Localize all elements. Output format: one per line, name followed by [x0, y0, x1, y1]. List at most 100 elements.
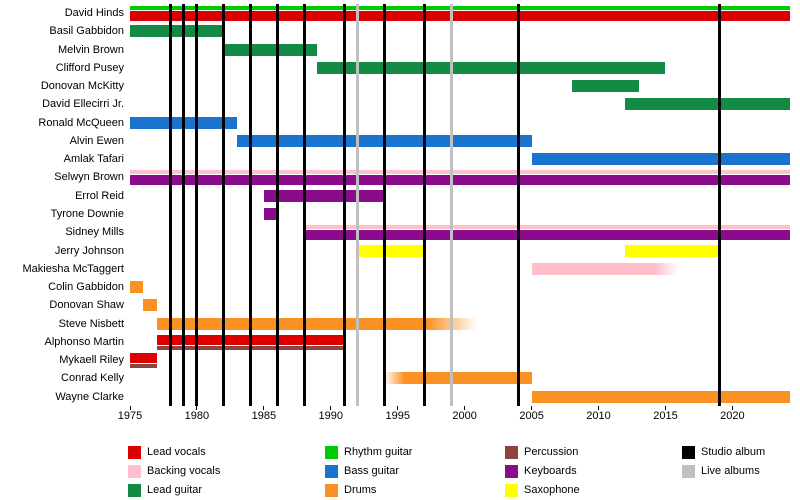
- timeline-bar-lead_guitar: [130, 25, 224, 38]
- legend-swatch-lead_guitar: [128, 484, 141, 497]
- member-label: Clifford Pusey: [55, 61, 124, 74]
- legend-swatch-bass_guitar: [325, 465, 338, 478]
- member-label: Donovan Shaw: [49, 299, 124, 312]
- member-label: Alphonso Martin: [44, 335, 125, 348]
- member-label: Sidney Mills: [65, 226, 124, 239]
- legend-item-backing_vocals: Backing vocals: [128, 465, 220, 478]
- timeline-bar-saxophone: [625, 244, 720, 257]
- timeline-bar-keyboards: [263, 208, 278, 220]
- timeline-bar-lead_guitar: [223, 43, 318, 56]
- legend-item-bass_guitar: Bass guitar: [325, 465, 399, 478]
- timeline-bar-drums: [156, 317, 479, 330]
- legend-swatch-rhythm_guitar: [325, 446, 338, 459]
- x-axis-tick: [397, 406, 399, 410]
- album-line-studio_album: [168, 4, 172, 406]
- timeline-bar-lead_vocals: [130, 11, 790, 21]
- timeline-bar-drums: [531, 390, 790, 403]
- legend-label: Lead guitar: [147, 484, 203, 496]
- album-line-studio_album: [275, 4, 279, 406]
- legend-label: Keyboards: [524, 465, 577, 477]
- x-axis-label: 2010: [586, 410, 611, 422]
- member-label: Selwyn Brown: [54, 171, 124, 184]
- album-line-studio_album: [195, 4, 199, 406]
- timeline-stripe-rhythm_guitar: [130, 6, 790, 10]
- timeline-bar-bass_guitar: [531, 153, 790, 166]
- member-label: Basil Gabbidon: [49, 25, 124, 38]
- x-axis-tick: [531, 406, 533, 410]
- member-label: Makiesha McTaggert: [22, 262, 125, 275]
- legend-item-studio_album: Studio album: [682, 446, 765, 459]
- album-line-live_albums: [356, 4, 360, 406]
- member-label: Colin Gabbidon: [48, 281, 124, 294]
- timeline-bar-backing_vocals: [531, 262, 679, 275]
- legend-swatch-percussion: [505, 446, 518, 459]
- x-axis-label: 2005: [519, 410, 544, 422]
- legend-label: Percussion: [524, 446, 579, 458]
- x-axis-label: 1985: [251, 410, 277, 422]
- album-line-studio_album: [423, 4, 427, 406]
- legend-swatch-lead_vocals: [128, 446, 141, 459]
- x-axis-tick: [330, 406, 332, 410]
- member-label: Melvin Brown: [57, 43, 124, 56]
- member-label: Alvin Ewen: [69, 134, 124, 147]
- album-line-studio_album: [342, 4, 346, 406]
- legend-swatch-studio_album: [682, 446, 695, 459]
- member-label: Jerry Johnson: [54, 244, 124, 257]
- legend-swatch-live_albums: [682, 465, 695, 478]
- timeline-bar-keyboards: [304, 230, 790, 241]
- timeline-bar-drums: [143, 299, 157, 312]
- legend-swatch-keyboards: [505, 465, 518, 478]
- album-line-studio_album: [182, 4, 186, 406]
- legend-item-keyboards: Keyboards: [505, 465, 577, 478]
- x-axis-label: 2000: [452, 410, 477, 422]
- member-label: Donovan McKitty: [40, 80, 124, 93]
- legend-swatch-backing_vocals: [128, 465, 141, 478]
- timeline-bar-drums: [384, 372, 532, 385]
- timeline-stripe-backing_vocals: [130, 170, 790, 175]
- legend-label: Drums: [344, 484, 377, 496]
- x-axis-tick: [731, 406, 733, 410]
- album-line-studio_album: [717, 4, 721, 406]
- x-axis-label: 1990: [318, 410, 344, 422]
- legend-item-saxophone: Saxophone: [505, 484, 580, 497]
- legend-swatch-drums: [325, 484, 338, 497]
- timeline-bar-lead_guitar: [317, 61, 666, 74]
- member-label: Errol Reid: [75, 189, 124, 202]
- legend-label: Bass guitar: [344, 465, 400, 477]
- timeline-bar-saxophone: [357, 244, 425, 257]
- legend-item-lead_guitar: Lead guitar: [128, 484, 202, 497]
- member-label: Ronald McQueen: [38, 116, 124, 129]
- album-line-studio_album: [516, 4, 520, 406]
- album-line-studio_album: [248, 4, 252, 406]
- legend-label: Saxophone: [524, 484, 580, 496]
- member-label: David Ellecirri Jr.: [42, 98, 124, 111]
- x-axis-tick: [664, 406, 666, 410]
- x-axis-tick: [464, 406, 466, 410]
- album-line-live_albums: [449, 4, 453, 406]
- legend-label: Backing vocals: [147, 465, 221, 477]
- timeline-bar-lead_guitar: [571, 80, 639, 93]
- x-axis-tick: [196, 406, 198, 410]
- legend-label: Lead vocals: [147, 446, 206, 458]
- legend-item-percussion: Percussion: [505, 446, 578, 459]
- timeline-bar-keyboards: [263, 189, 385, 202]
- legend-label: Rhythm guitar: [344, 446, 413, 458]
- album-line-studio_album: [382, 4, 386, 406]
- album-line-studio_album: [222, 4, 226, 406]
- x-axis-tick: [129, 406, 131, 410]
- timeline-stripe-backing_vocals: [304, 225, 790, 230]
- x-axis-tick: [598, 406, 600, 410]
- x-axis-label: 2020: [720, 410, 745, 422]
- timeline-bar-lead_vocals: [130, 353, 157, 364]
- x-axis-tick: [263, 406, 265, 410]
- member-label: Mykaell Riley: [59, 354, 124, 367]
- timeline-bar-keyboards: [130, 175, 790, 186]
- legend-label: Studio album: [701, 446, 766, 458]
- member-label: Conrad Kelly: [61, 372, 124, 385]
- legend-item-drums: Drums: [325, 484, 376, 497]
- member-label: Amlak Tafari: [63, 153, 124, 166]
- legend-label: Live albums: [701, 465, 760, 477]
- legend-item-lead_vocals: Lead vocals: [128, 446, 206, 459]
